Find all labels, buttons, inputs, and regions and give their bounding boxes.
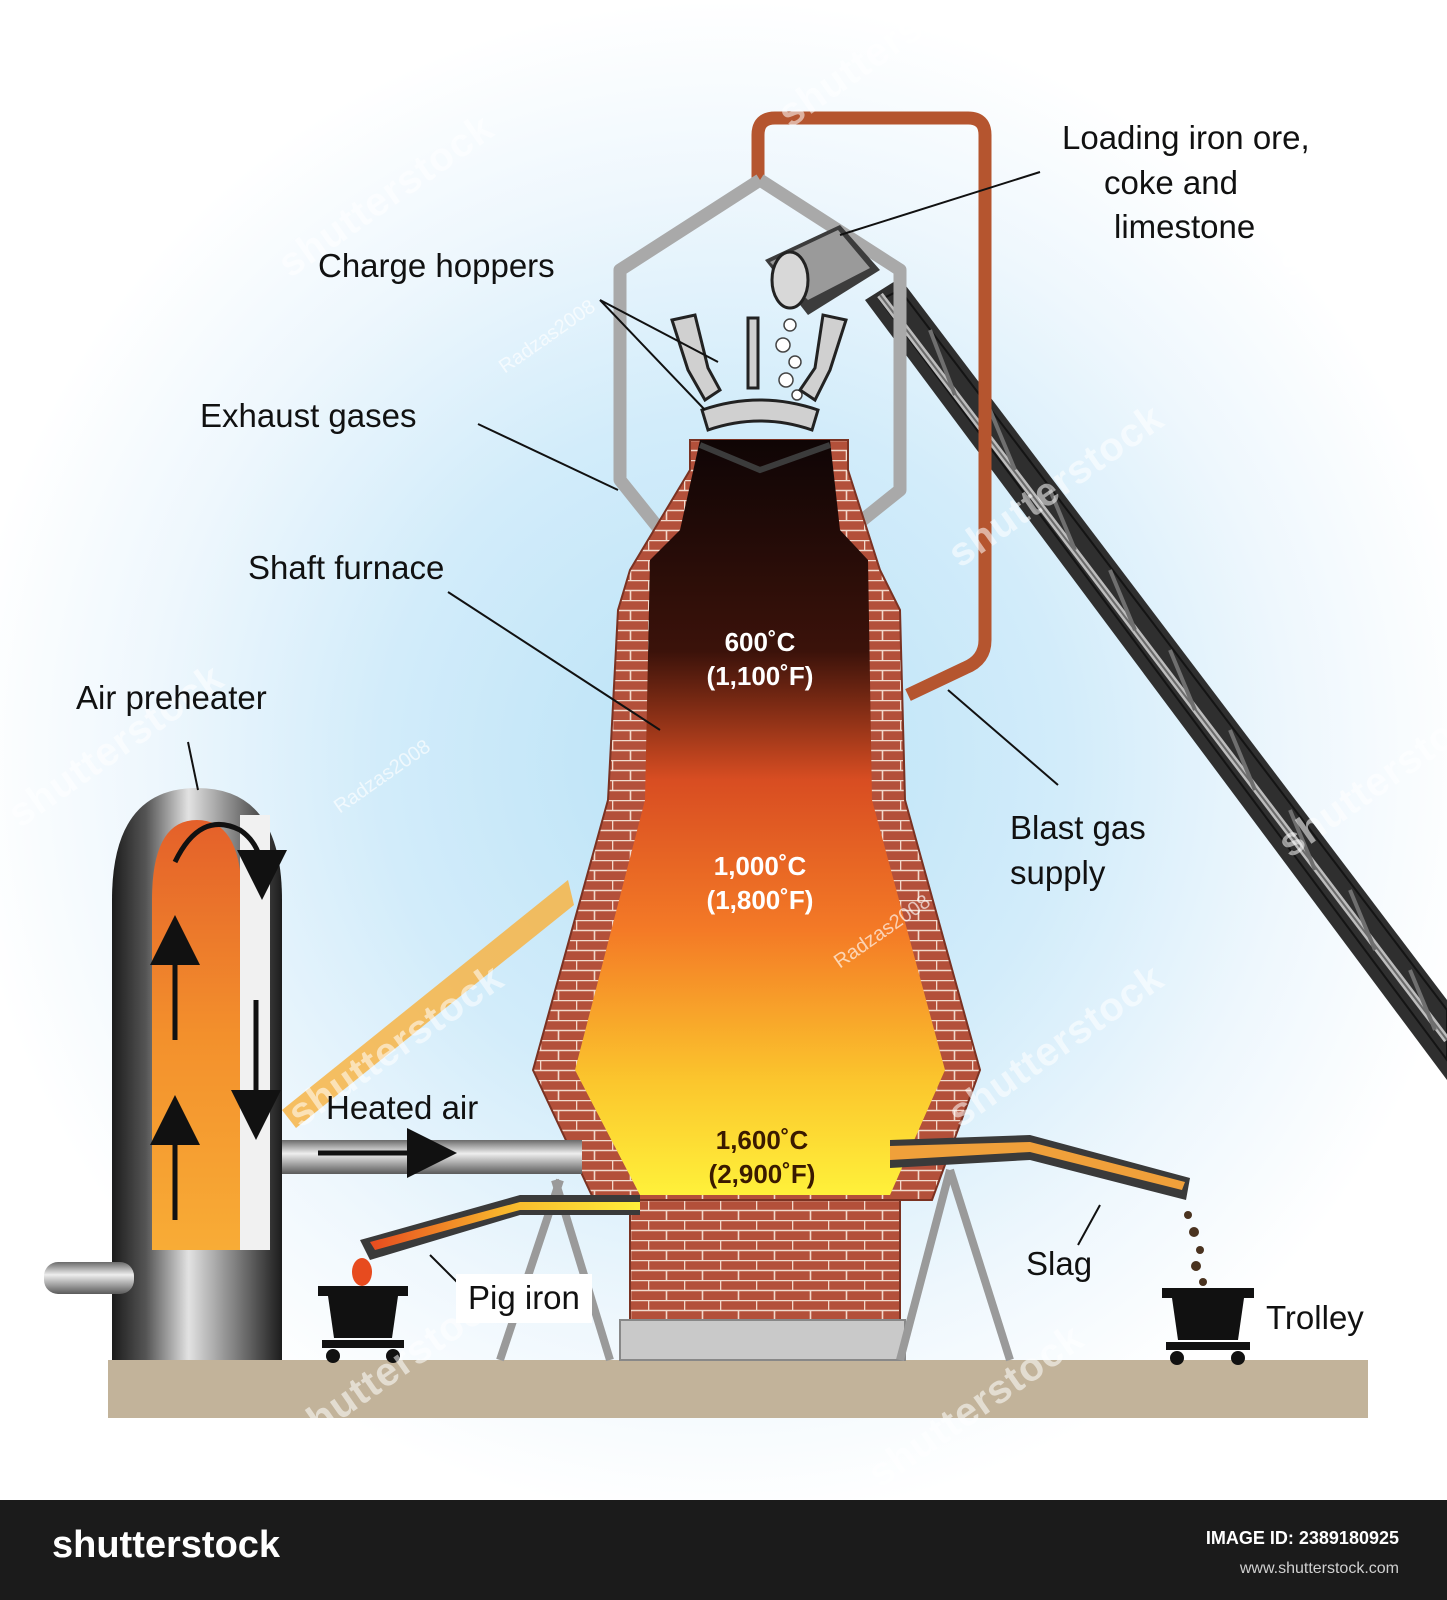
temperature-middle-celsius: 1,000˚C	[713, 851, 807, 881]
label-charge-hoppers: Charge hoppers	[318, 247, 555, 284]
trolley-pig-iron	[318, 1286, 408, 1363]
temperature-bottom: 1,600˚C (2,900˚F)	[662, 1124, 862, 1192]
label-air-preheater: Air preheater	[76, 679, 267, 716]
heated-air-pipe	[282, 1140, 582, 1174]
furnace-foundation	[619, 1319, 906, 1361]
blast-furnace-diagram: shutterstock shutterstock shutterstock s…	[0, 0, 1447, 1500]
footer-url[interactable]: www.shutterstock.com	[1239, 1560, 1399, 1577]
temperature-bottom-fahrenheit: (2,900˚F)	[708, 1158, 816, 1189]
temperature-top: 600˚C (1,100˚F)	[660, 626, 860, 694]
exhaust-gas-duct	[613, 174, 907, 536]
label-pig-iron: Pig iron	[456, 1274, 592, 1323]
footer-image-id: IMAGE ID: 2389180925	[1205, 1528, 1399, 1548]
label-blast-gas-line2: supply	[1010, 853, 1106, 891]
trolley-slag	[1162, 1288, 1254, 1365]
blast-gas-pipe	[751, 111, 992, 701]
diagram-artwork	[44, 111, 1447, 1418]
footer-brand-logo[interactable]: shutterstock	[52, 1524, 281, 1566]
label-loading-line2: coke and	[1104, 163, 1238, 201]
slag-runner	[890, 1135, 1207, 1286]
hot-air-duct	[282, 880, 574, 1128]
charge-hoppers	[670, 313, 848, 432]
leader-lines	[187, 171, 1101, 1296]
preheater-inlet-pipe	[44, 1262, 134, 1294]
label-exhaust-gases: Exhaust gases	[200, 397, 417, 434]
air-preheater	[112, 788, 287, 1360]
temperature-middle: 1,000˚C (1,800˚F)	[660, 850, 860, 918]
furnace-interior	[575, 440, 945, 1195]
label-trolley: Trolley	[1266, 1299, 1364, 1336]
pig-iron-runner	[352, 1195, 640, 1286]
furnace-hearth	[629, 1199, 901, 1323]
conveyor-incline	[865, 278, 1447, 1080]
stock-footer: shutterstock IMAGE ID: 2389180925 www.sh…	[0, 1500, 1447, 1600]
temperature-bottom-celsius: 1,600˚C	[715, 1125, 809, 1155]
label-heated-air: Heated air	[326, 1089, 479, 1126]
skip-bucket	[765, 225, 880, 401]
temperature-top-fahrenheit: (1,100˚F)	[706, 660, 814, 691]
label-blast-gas-supply: Blast gas supply	[1010, 806, 1146, 895]
temperature-top-celsius: 600˚C	[724, 627, 796, 657]
ground	[108, 1360, 1368, 1418]
label-loading-line1: Loading iron ore,	[1062, 119, 1310, 156]
label-loading-line3: limestone	[1114, 208, 1256, 246]
label-blast-gas-line1: Blast gas	[1010, 809, 1146, 846]
temperature-middle-fahrenheit: (1,800˚F)	[706, 884, 814, 915]
label-loading: Loading iron ore, coke and limestone	[1062, 116, 1310, 250]
label-slag: Slag	[1026, 1245, 1093, 1282]
label-shaft-furnace: Shaft furnace	[248, 549, 445, 586]
support-legs	[496, 1168, 1014, 1362]
